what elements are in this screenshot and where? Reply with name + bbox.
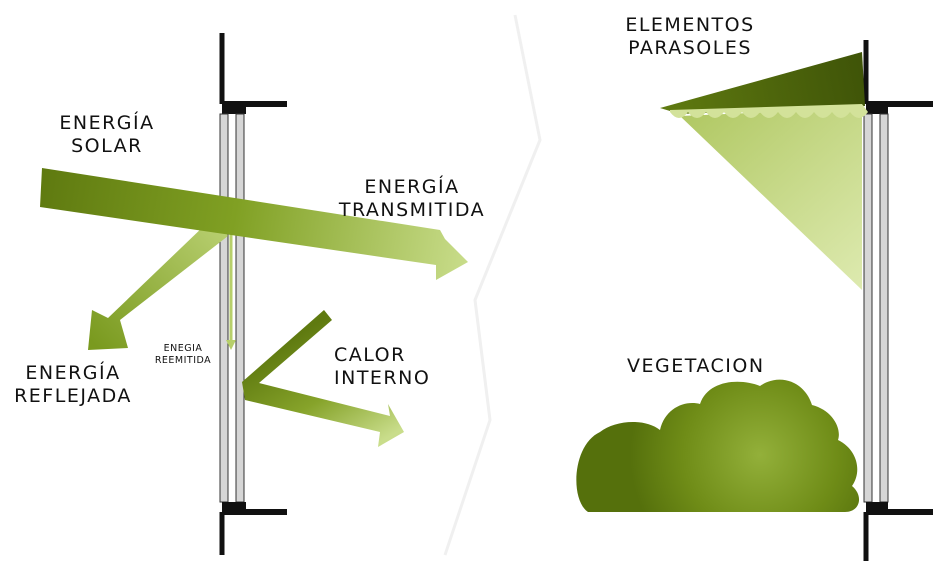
label-energia-transmitida: ENERGÍA TRANSMITIDA [338,176,486,221]
label-energia-reflejada: ENERGÍA REFLEJADA [14,362,132,407]
left-glass-pane-outer [219,113,229,503]
shade-light-cone [680,108,862,290]
right-sill-block [866,502,888,512]
right-glass-pane-outer [863,113,873,503]
left-lintel-block [222,104,246,114]
right-window-section [863,40,933,561]
reemitted-energy-arrow [226,222,236,350]
left-sill-block [222,502,246,512]
reflected-energy-arrow [88,222,228,350]
label-elementos-parasoles: ELEMENTOS PARASOLES [625,14,755,59]
internal-heat-arrow [242,310,404,447]
label-calor-interno: CALOR INTERNO [334,344,431,389]
label-vegetacion: VEGETACION [627,355,765,377]
left-window-section [219,33,287,555]
left-glass-pane-inner [235,113,245,503]
label-energia-solar: ENERGÍA SOLAR [59,112,155,157]
vegetation-bush [576,379,860,512]
right-glass-pane-inner [879,113,889,503]
background-guide-line [443,14,542,556]
right-lintel-block [866,104,888,114]
label-energia-reemitida: ENEGIA REEMITIDA [154,343,212,366]
solar-transmitted-energy-arrow [40,168,468,280]
parasol-awning [660,52,868,118]
